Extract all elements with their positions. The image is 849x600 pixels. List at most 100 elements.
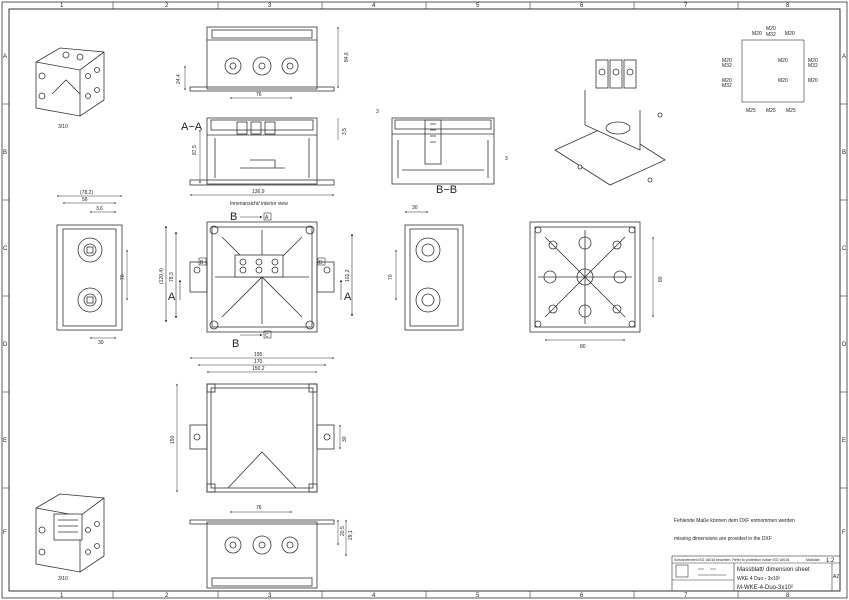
gland-label: M25: [746, 108, 756, 114]
interior-tag-c-bottom: C: [265, 333, 269, 339]
col-label: 3: [268, 3, 272, 9]
iso-view-top-scale: 3/10: [58, 124, 68, 130]
gland-label: M25: [766, 108, 776, 114]
interior-mark-b-bottom: B: [232, 338, 239, 350]
note-en: missing dimensions are provided in the D…: [674, 536, 772, 542]
note-de: Fehlende Maße können dem DXF entnommen w…: [674, 518, 795, 524]
dim-label: 170: [254, 359, 263, 365]
gland-label: M25: [786, 108, 796, 114]
col-label: 4: [372, 3, 376, 9]
gland-table: [741, 39, 805, 103]
gland-label: M20: [752, 31, 762, 37]
col-label: 4: [372, 593, 376, 599]
iso-view-bottom-scale: 3/10: [58, 576, 68, 582]
interior-tag-a-top: A: [265, 215, 269, 221]
row-label: E: [842, 438, 846, 444]
col-label: 2: [165, 3, 169, 9]
dim-label: 80: [658, 276, 664, 282]
section-aa-dims: [189, 118, 339, 196]
row-label: A: [3, 54, 7, 60]
row-label: B: [842, 150, 846, 156]
side-view-right-dims: [395, 211, 429, 301]
bottom-view-dims: [544, 236, 654, 341]
dim-label: 20,5: [340, 526, 346, 536]
row-label: E: [3, 438, 7, 444]
row-label: D: [842, 342, 847, 348]
row-label: B: [3, 150, 7, 156]
dim-label: 87,5: [192, 145, 198, 155]
col-label: 7: [684, 3, 688, 9]
gland-label: M20: [808, 58, 818, 64]
iso-view-bottom: [35, 493, 105, 573]
dim-label: 195: [254, 352, 263, 358]
gland-label: M20: [778, 58, 788, 64]
row-label: D: [3, 342, 8, 348]
title-block: [671, 555, 841, 592]
bottom-view: [529, 221, 641, 333]
side-view-left: [56, 224, 123, 331]
gland-label: M20: [766, 26, 776, 32]
interior-view-caption: Innenansicht/ interior view: [230, 201, 288, 207]
gland-label: M20: [722, 58, 732, 64]
col-label: 1: [60, 593, 64, 599]
col-label: 8: [786, 3, 790, 9]
sheet-zone-labels: 1 2 3 4 5 6 7 8 1 2 3 4 5 6 7 8 A B C D …: [3, 3, 847, 599]
section-bb-view: [391, 117, 495, 185]
title-scale-label: Maßstab: [806, 558, 820, 562]
dim-label: 150,2: [252, 366, 265, 372]
dim-label: 24,4: [176, 74, 182, 84]
title-drawing-no: M-WKE-4-Duo-3x10²: [737, 585, 793, 591]
col-label: 3: [268, 593, 272, 599]
dim-label: 70: [120, 274, 126, 280]
assembly-iso-view: [554, 59, 666, 186]
front-view-bottom: [189, 519, 335, 589]
front-view-bottom-dims: [229, 511, 347, 557]
dim-label: 30: [412, 205, 418, 211]
section-aa-label: A−A: [181, 121, 203, 133]
dim-label: 30: [98, 340, 104, 346]
dim-label: 3,5: [342, 128, 348, 135]
interior-tag-b-left: B: [200, 260, 204, 266]
interior-tag-d-right: D: [319, 260, 323, 266]
gland-label: M20: [722, 78, 732, 84]
dim-label: 150: [170, 435, 176, 444]
dim-label: (120,4): [159, 268, 165, 284]
side-view-right: [404, 224, 464, 331]
gland-label: M32: [722, 63, 732, 69]
dim-label: 76: [256, 92, 262, 98]
gland-label: M32: [766, 32, 776, 38]
gland-label: M32: [722, 83, 732, 89]
col-label: 7: [684, 593, 688, 599]
dim-label: 30: [342, 436, 348, 442]
col-label: 8: [786, 593, 790, 599]
col-label: 1: [60, 3, 64, 9]
gland-label: M20: [778, 78, 788, 84]
top-view: [189, 383, 335, 493]
gland-table-labels: M20 M20 M32 M20 M20 M32 M20 M32 M20 M20 …: [722, 26, 818, 114]
col-label: 5: [476, 593, 480, 599]
dim-label: 76: [256, 505, 262, 511]
interior-mark-a-right: A: [344, 291, 352, 303]
col-label: 5: [476, 3, 480, 9]
front-view-top-dims: [184, 26, 339, 99]
title-revision: A2: [833, 574, 839, 580]
dim-label: 3: [505, 156, 508, 162]
row-label: F: [3, 530, 7, 536]
gland-label: M20: [785, 31, 795, 37]
title-sheet: Massblatt/ dimension sheet: [737, 567, 810, 573]
side-view-left-dims: [56, 195, 128, 339]
row-label: C: [3, 246, 8, 252]
top-view-dims: [176, 357, 341, 493]
iso-view-top: [35, 47, 105, 117]
row-label: C: [842, 246, 847, 252]
row-label: F: [842, 530, 846, 536]
interior-mark-a-left: A: [168, 291, 176, 303]
col-label: 6: [580, 593, 584, 599]
dim-label: 56: [82, 197, 88, 203]
title-product: WKE 4 Duo - 3x10²: [737, 576, 780, 582]
col-label: 6: [580, 3, 584, 9]
dim-label: 3: [376, 109, 379, 115]
section-bb-label: B−B: [436, 184, 457, 196]
